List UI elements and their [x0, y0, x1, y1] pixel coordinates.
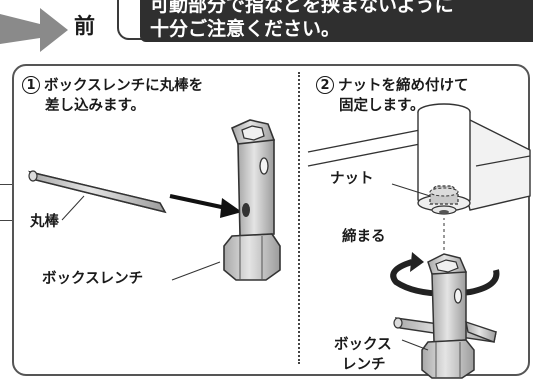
step1-number: 1 [22, 76, 40, 94]
rod-leader-line [61, 195, 85, 221]
direction-label: 前 [74, 14, 95, 38]
nut-label: ナット [330, 171, 374, 187]
callout-bracket [117, 0, 149, 40]
wrench-with-rod-illustration [393, 253, 497, 379]
instruction-panel [12, 64, 530, 376]
caution-line-1: 可動部分で指などを挟まないように [150, 0, 454, 16]
box-wrench-illustration [223, 119, 281, 281]
tighten-label: 締まる [342, 229, 386, 245]
left-callout-line [0, 184, 12, 185]
step2-number: 2 [316, 76, 334, 94]
nut-leader-line [391, 183, 431, 197]
wrench2-label-line2: レンチ [342, 357, 386, 373]
step2-line1: ナットを締め付けて [338, 78, 469, 94]
step1-line2: 差し込みます。 [45, 98, 146, 114]
wrench-label: ボックスレンチ [42, 271, 144, 287]
insert-arrow-icon [169, 194, 242, 218]
wrench2-leader-line [401, 339, 429, 351]
left-callout-line [0, 220, 12, 221]
caution-line-2: 十分ご注意ください。 [150, 18, 341, 40]
direction-arrow-icon [0, 8, 68, 52]
rod-label: 丸棒 [30, 214, 59, 230]
step1-line1: ボックスレンチに丸棒を [44, 78, 204, 94]
post-illustration [417, 103, 471, 215]
caution-banner: 可動部分で指などを挟まないように 十分ご注意ください。 [140, 0, 533, 42]
wrench-leader-line [171, 261, 221, 281]
step-divider [298, 72, 300, 364]
wrench2-label-line1: ボックス [334, 337, 392, 353]
step2-line2: 固定します。 [339, 98, 425, 114]
rotation-arrow-icon [390, 252, 500, 297]
nut-illustration [429, 185, 459, 205]
round-rod-illustration [28, 170, 167, 214]
